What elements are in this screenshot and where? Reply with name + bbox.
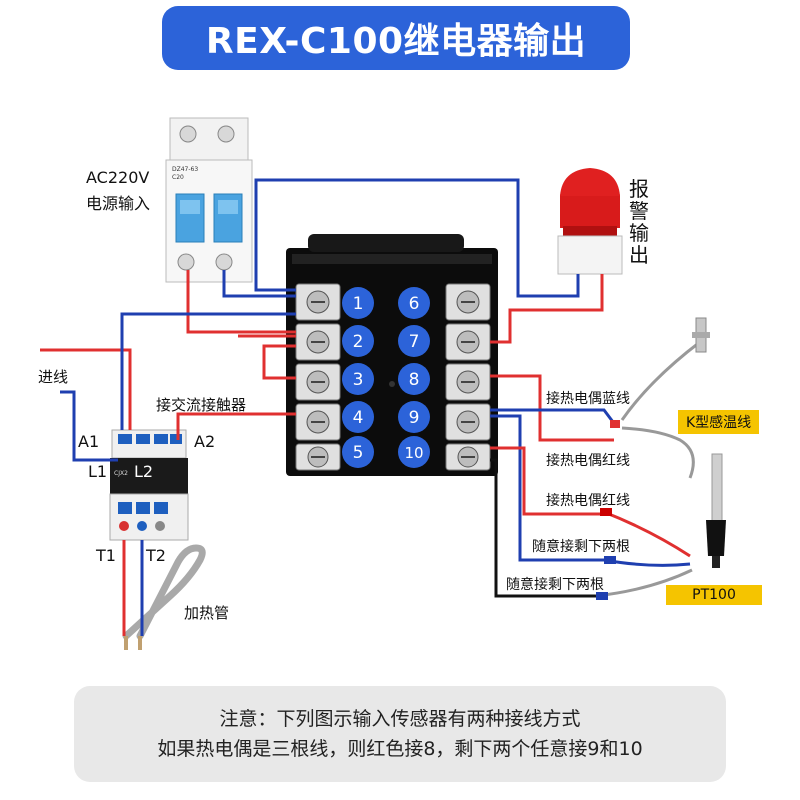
contactor-hint-label: 接交流接触器 [156,396,247,414]
wiring-note: 注意：下列图示输入传感器有两种接线方式 如果热电偶是三根线，则红色接8，剩下两个… [74,686,726,782]
contactor [109,429,189,541]
a1-label: A1 [78,432,100,451]
alarm-output-char: 出 [629,243,649,267]
terminal-badge-left-5 [342,436,374,468]
k-type-probe [692,317,710,353]
pt100-tag: PT100 [666,585,762,605]
alarm-output-char: 输 [629,221,649,245]
k-type-tag: K型感温线 [678,410,760,434]
alarm-output-char: 警 [629,199,649,223]
terminal-badge-right-2 [398,325,430,357]
circuit-breaker [165,117,253,283]
terminal-badge-left-3 [342,363,374,395]
incoming-line-label: 进线 [38,368,69,386]
contactor-model: CJX2 [114,470,128,477]
pt100-probe [706,453,726,568]
alarm-output-label: 报 警 输 出 [628,178,650,266]
terminal-number-1: 1 [353,294,364,314]
l2-label: L2 [134,462,154,481]
tc-red-label-1: 接热电偶红线 [546,453,630,469]
alarm-light [557,168,623,292]
heater-label: 加热管 [184,604,230,622]
terminal-number-2: 2 [353,332,364,352]
crimp-terminals [596,420,620,600]
t1-label: T1 [96,546,116,565]
terminal-number-4: 4 [353,408,364,428]
ac-input-sublabel: 电源输入 [86,194,151,213]
any-two-label-1: 随意接剩下两根 [532,539,630,555]
l1-label: L1 [88,462,108,481]
alarm-output-char: 报 [629,177,649,201]
terminal-badge-right-4 [398,401,430,433]
any-two-label-2: 随意接剩下两根 [506,577,604,593]
tc-blue-label: 接热电偶蓝线 [546,391,630,407]
terminal-number-8: 8 [409,370,420,390]
a2-label: A2 [194,432,216,451]
terminal-badge-left-1 [342,287,374,319]
t2-label: T2 [146,546,166,565]
ac-input-label: AC220V [86,168,150,187]
terminal-badges-right: 6 7 8 9 10 [398,287,430,468]
breaker-rating: C20 [172,174,184,181]
terminal-number-9: 9 [409,408,420,428]
page-title: REX-C100继电器输出 [162,6,630,70]
controller-terminal-block [286,234,498,476]
terminal-badge-left-2 [342,325,374,357]
terminal-badge-right-1 [398,287,430,319]
note-line-2: 如果热电偶是三根线，则红色接8，剩下两个任意接9和10 [157,738,643,760]
terminal-number-3: 3 [353,370,364,390]
terminal-badges-left: 1 2 3 4 5 [342,287,374,468]
tc-red-label-2: 接热电偶红线 [546,493,630,509]
heater-tube [122,544,206,640]
terminal-number-6: 6 [409,294,420,314]
terminal-number-5: 5 [353,443,364,463]
terminal-number-7: 7 [409,332,420,352]
terminal-badge-right-3 [398,363,430,395]
terminal-badge-right-5 [398,436,430,468]
terminal-number-10: 10 [404,444,423,462]
breaker-model: DZ47-63 [172,166,199,173]
terminal-badge-left-4 [342,401,374,433]
note-line-1: 注意：下列图示输入传感器有两种接线方式 [219,708,581,730]
